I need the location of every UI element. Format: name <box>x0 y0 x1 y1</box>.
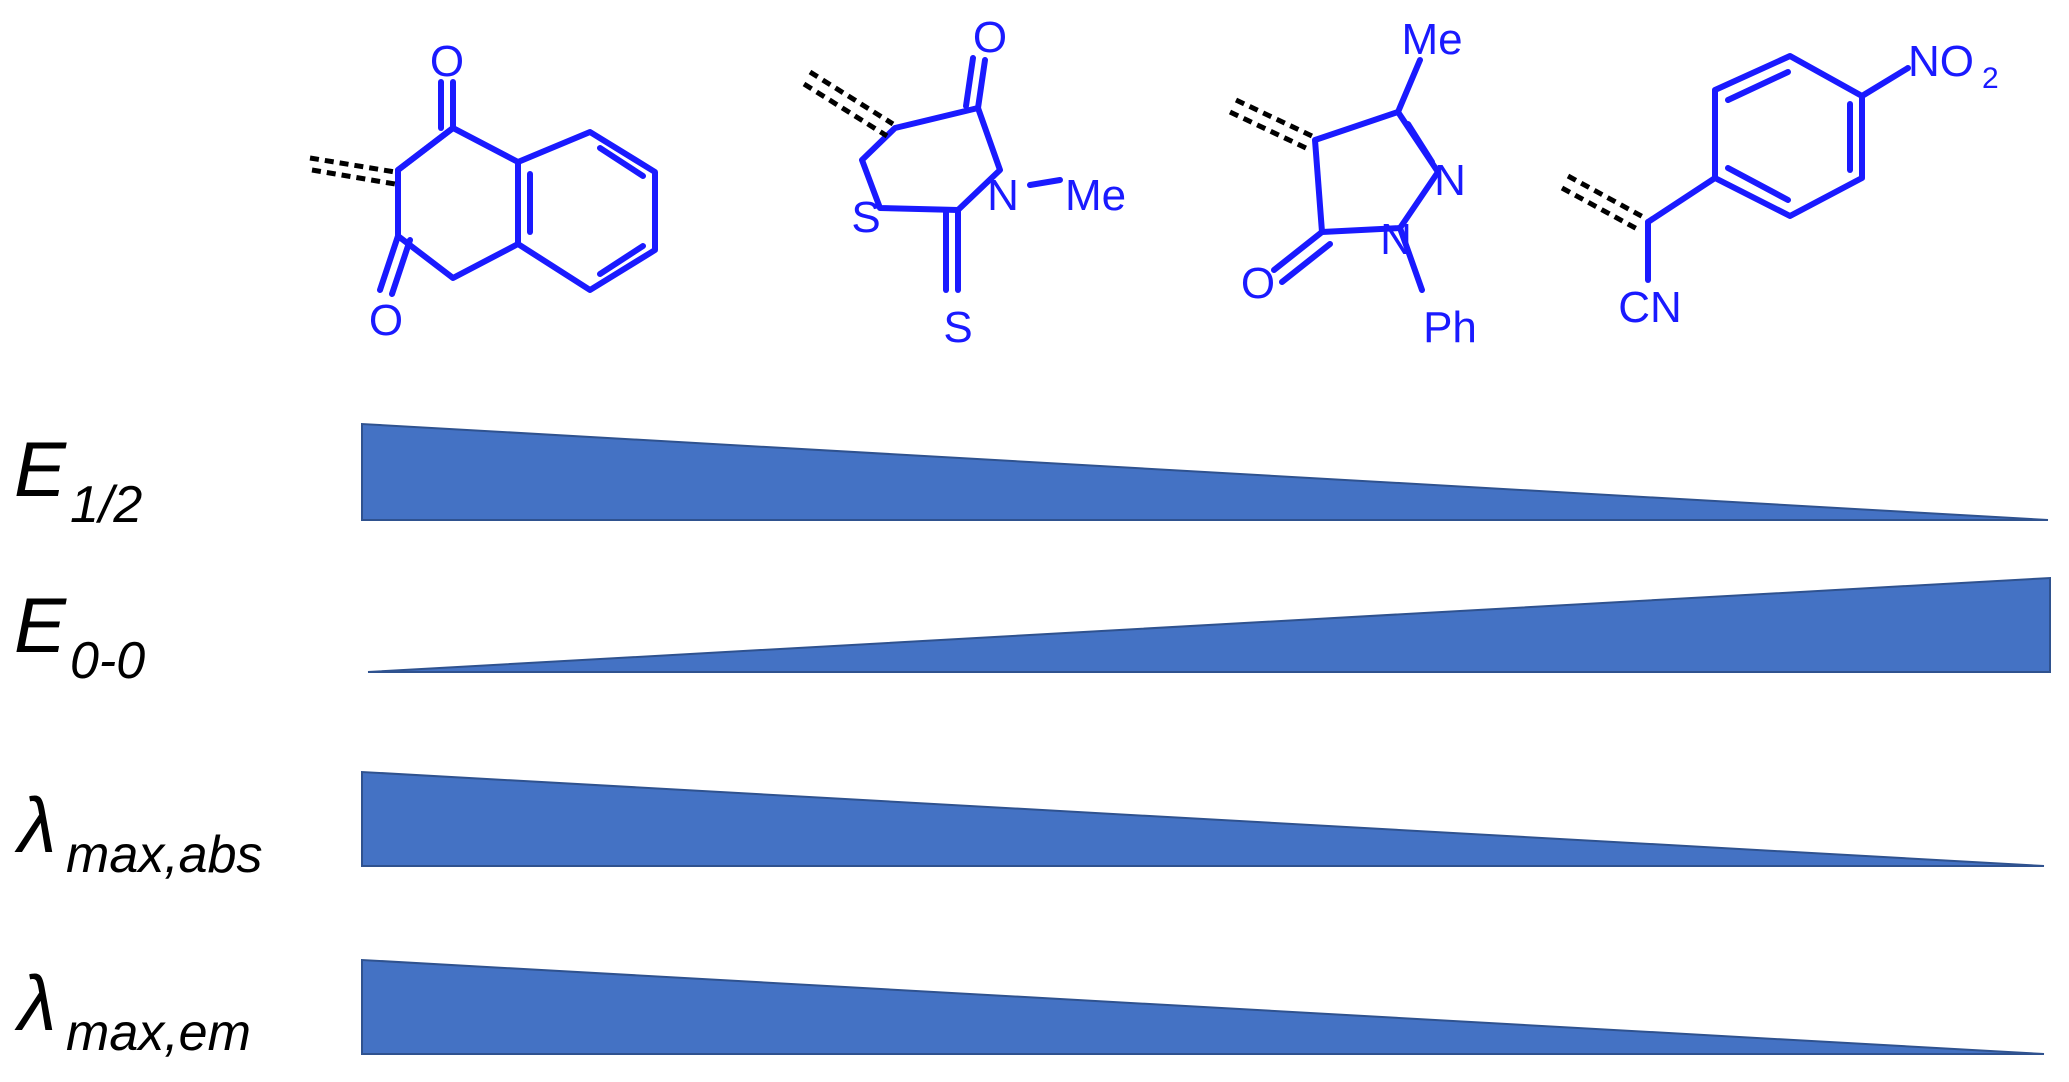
row-label-e-half: E 1/2 <box>14 425 142 534</box>
row-label-lambda-abs: λ max,abs <box>14 781 263 884</box>
struct4-label-subscript-2: 2 <box>1982 62 1999 95</box>
row1-symbol: E <box>14 425 67 513</box>
struct3-label-o: O <box>1241 259 1275 308</box>
trend-wedge-2-increasing <box>367 576 2051 673</box>
row3-subscript: max,abs <box>66 826 263 884</box>
structure-indanedione: O O <box>309 37 658 345</box>
struct2-label-s-thione: S <box>943 303 972 352</box>
row1-subscript: 1/2 <box>70 476 142 534</box>
struct3-label-me: Me <box>1401 15 1462 64</box>
struct4-label-cn: CN <box>1618 283 1682 332</box>
struct3-label-n1: N <box>1434 156 1466 205</box>
structure-rhodanine: O N Me S S <box>802 13 1126 352</box>
struct1-label-o-top: O <box>430 37 464 86</box>
struct3-label-ph: Ph <box>1423 303 1477 352</box>
struct3-label-n2: N <box>1380 215 1412 264</box>
trend-wedge-3-decreasing <box>361 770 2045 867</box>
struct1-label-o-bottom: O <box>369 296 403 345</box>
trend-wedge-1-decreasing <box>361 422 2049 521</box>
row2-subscript: 0-0 <box>70 632 145 690</box>
struct4-label-no: NO <box>1908 37 1974 86</box>
row4-subscript: max,em <box>66 1004 251 1062</box>
struct2-label-n: N <box>987 171 1019 220</box>
row4-symbol: λ <box>14 959 56 1047</box>
struct2-label-o: O <box>973 13 1007 62</box>
trend-wedges <box>361 422 2051 1055</box>
row2-symbol: E <box>14 581 67 669</box>
row-label-e-zero-zero: E 0-0 <box>14 581 145 690</box>
row3-symbol: λ <box>14 781 56 869</box>
struct2-label-me: Me <box>1065 171 1126 220</box>
row-label-lambda-em: λ max,em <box>14 959 251 1062</box>
struct2-label-s-ring: S <box>851 193 880 242</box>
structure-nitrophenyl-acetonitrile: NO 2 CN <box>1560 37 1999 332</box>
trend-wedge-4-decreasing <box>361 958 2045 1055</box>
structure-pyrazolone: Me N N O Ph <box>1228 15 1477 352</box>
